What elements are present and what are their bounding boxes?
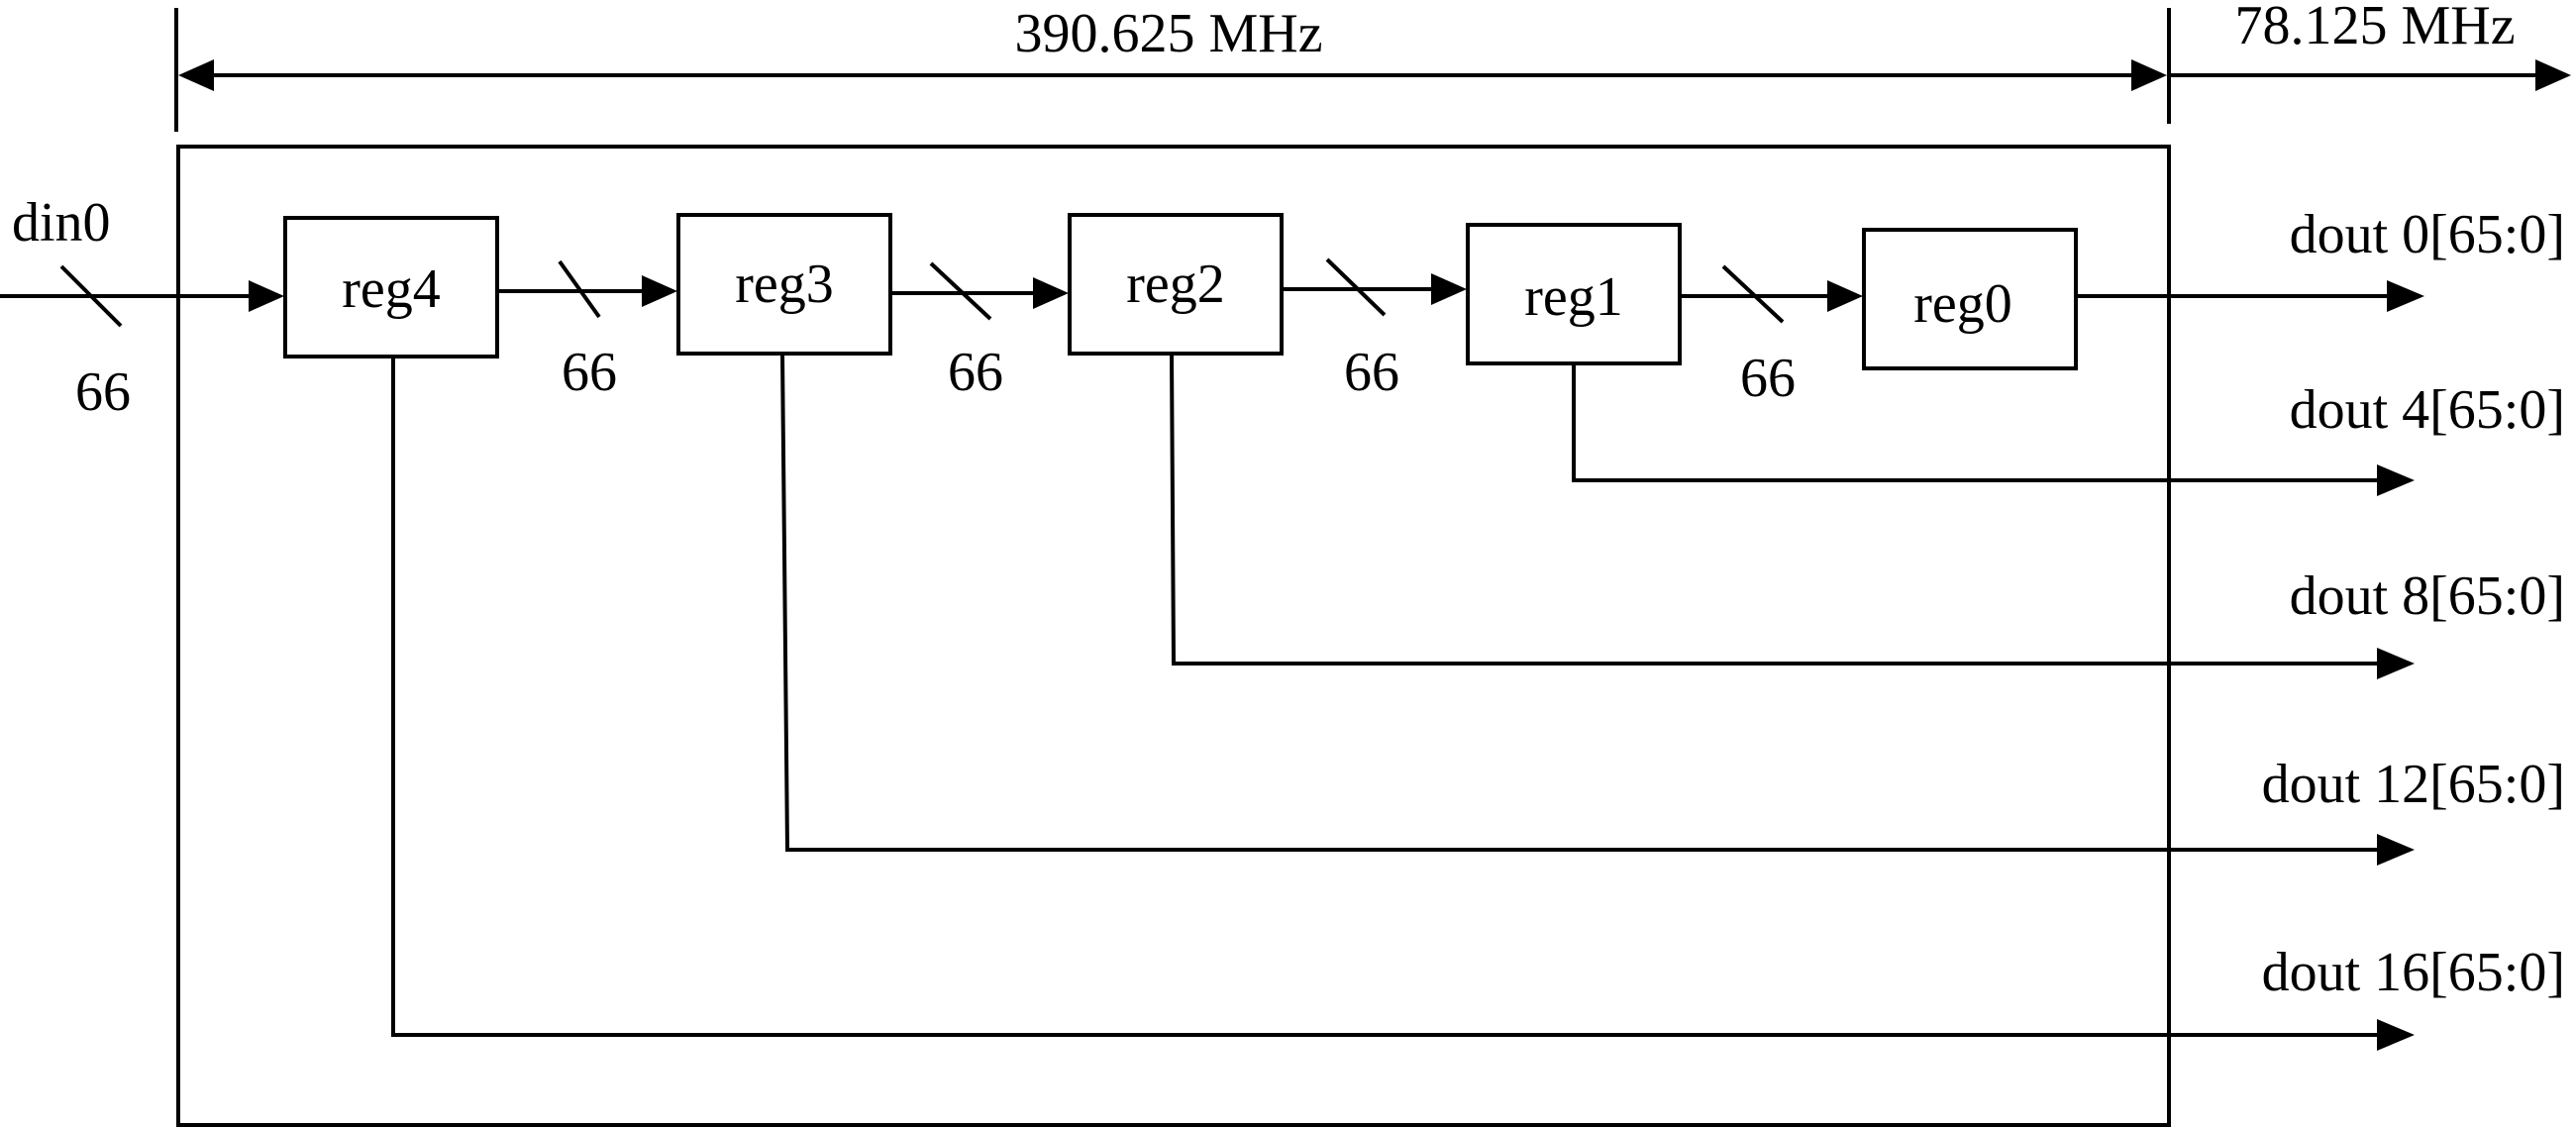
bus-reg2-reg1: 66 <box>1282 257 1467 403</box>
bus-slash <box>1721 264 1785 324</box>
output-wire <box>1170 353 2381 666</box>
output-arrow <box>2377 1019 2415 1051</box>
slow-domain-arrow-right <box>2535 59 2571 91</box>
register-reg0: reg0 <box>1862 228 2078 370</box>
input-din0: din0 66 <box>0 192 284 423</box>
input-name-label: din0 <box>12 192 111 254</box>
output-dout12: dout 12[65:0] <box>780 353 2565 866</box>
output-label: dout 4[65:0] <box>2290 379 2565 441</box>
bus-arrow <box>1431 273 1467 305</box>
output-dout8: dout 8[65:0] <box>1170 353 2565 679</box>
output-dout16: dout 16[65:0] <box>391 357 2565 1051</box>
reg0-box <box>1862 228 2078 370</box>
bus-width-label: 66 <box>1740 348 1796 409</box>
bus-slash <box>929 261 992 321</box>
output-label: dout 0[65:0] <box>2290 204 2565 265</box>
clock-domain-dimensions: 390.625 MHz 78.125 MHz <box>174 0 2571 132</box>
fast-domain-arrow-left <box>178 59 214 91</box>
bus-arrow <box>642 275 677 307</box>
output-wire <box>780 353 2381 852</box>
register-reg2: reg2 <box>1068 213 1284 356</box>
bus-reg1-reg0: 66 <box>1680 264 1863 409</box>
bus-reg3-reg2: 66 <box>890 261 1069 403</box>
register-reg3: reg3 <box>676 213 892 356</box>
module-boundary <box>176 145 2171 1127</box>
output-label: dout 12[65:0] <box>2262 754 2565 815</box>
input-width-label: 66 <box>75 361 131 423</box>
reg4-label: reg4 <box>342 258 441 320</box>
input-bus-slash <box>59 264 123 328</box>
output-arrow <box>2377 648 2415 679</box>
output-dout0: dout 0[65:0] <box>2076 204 2565 312</box>
bus-arrow <box>1033 277 1069 309</box>
register-reg4: reg4 <box>283 216 499 359</box>
fast-domain-arrow-right <box>2131 59 2167 91</box>
reg2-label: reg2 <box>1126 254 1225 315</box>
output-arrow <box>2387 280 2424 312</box>
output-dout4: dout 4[65:0] <box>1572 363 2565 496</box>
reg4-box <box>283 216 499 359</box>
bus-slash <box>1325 257 1387 317</box>
register-reg1: reg1 <box>1466 223 1682 365</box>
reg2-box <box>1068 213 1284 356</box>
bus-width-label: 66 <box>1344 342 1399 403</box>
output-label: dout 16[65:0] <box>2262 942 2565 1003</box>
bus-slash <box>558 259 601 319</box>
output-wire <box>391 357 2381 1037</box>
slow-clock-label: 78.125 MHz <box>2234 0 2515 56</box>
bus-width-label: 66 <box>948 342 1003 403</box>
reg3-label: reg3 <box>735 254 834 315</box>
input-arrow <box>249 280 284 312</box>
output-label: dout 8[65:0] <box>2290 565 2565 627</box>
output-arrow <box>2377 464 2415 496</box>
bus-reg4-reg3: 66 <box>497 259 677 403</box>
reg3-box <box>676 213 892 356</box>
bus-width-label: 66 <box>562 342 617 403</box>
bus-arrow <box>1827 280 1863 312</box>
fast-clock-label: 390.625 MHz <box>1014 3 1322 64</box>
reg1-label: reg1 <box>1524 266 1623 328</box>
output-arrow <box>2377 834 2415 866</box>
reg0-label: reg0 <box>1913 273 2012 335</box>
output-wire <box>1572 363 2381 482</box>
